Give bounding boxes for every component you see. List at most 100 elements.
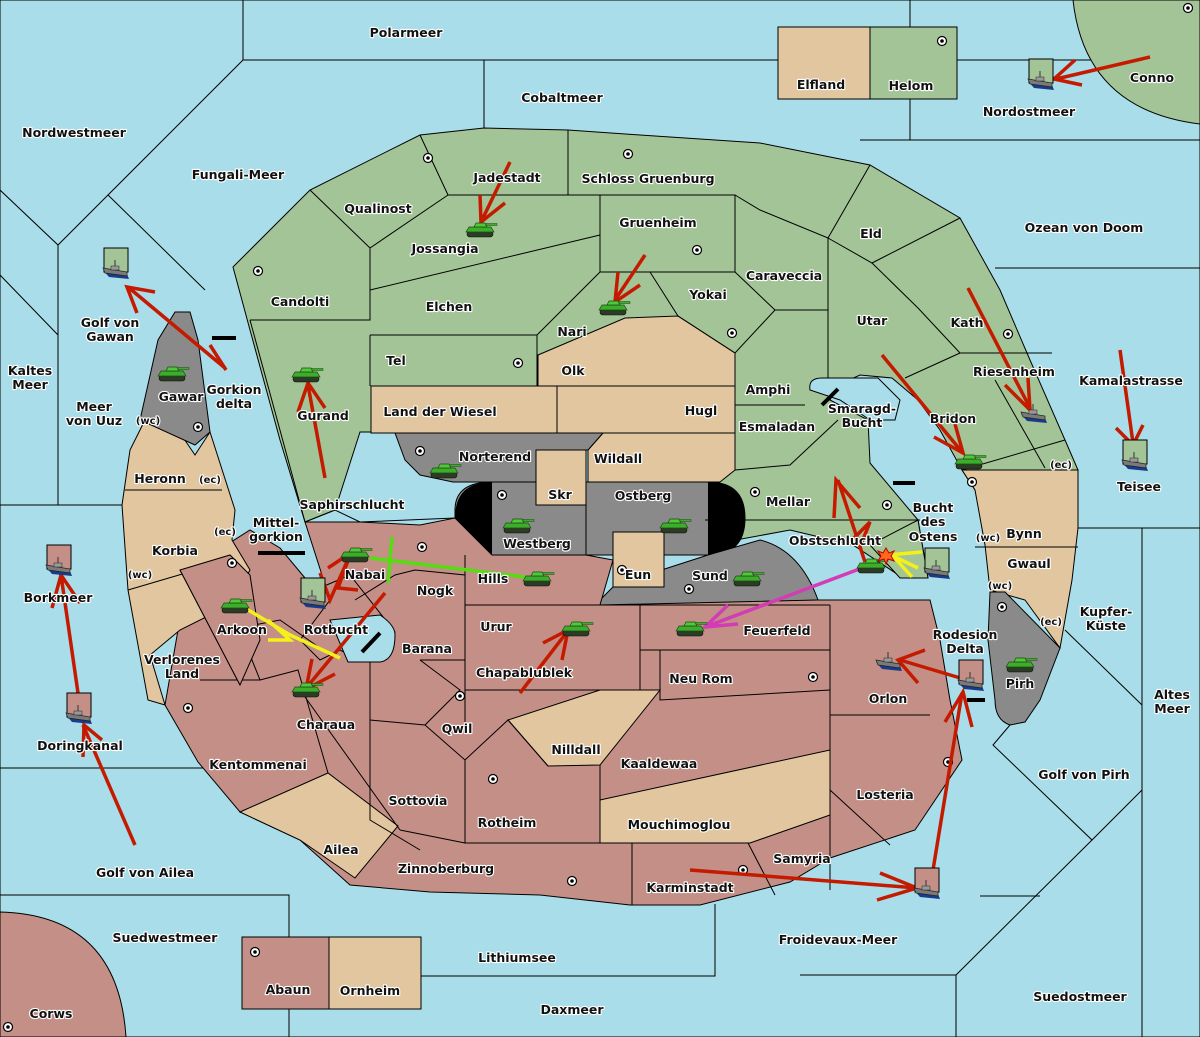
supply-center-icon <box>616 564 628 576</box>
land-label: Chapablublek <box>476 665 573 680</box>
army-tank-icon[interactable] <box>954 454 987 470</box>
supply-center-icon <box>566 875 578 887</box>
move-arrow <box>931 692 964 871</box>
land-label: Riesenheim <box>973 364 1055 379</box>
land-label: Tel <box>386 353 406 368</box>
arrow-head <box>478 194 507 226</box>
army-tank-icon[interactable] <box>1005 657 1038 673</box>
arrow-head <box>81 721 104 758</box>
land-label: Gwaul <box>1007 556 1050 571</box>
army-tank-icon[interactable] <box>598 300 631 316</box>
land-label: Qualinost <box>344 201 411 216</box>
arrow-head <box>943 687 974 728</box>
sea-label: Nordostmeer <box>983 104 1076 119</box>
land-label: Westberg <box>503 536 571 551</box>
coast-label: (ec) <box>1040 617 1062 628</box>
region-west-strip <box>121 419 251 706</box>
sea-label: Polarmeer <box>370 25 444 40</box>
region-eun[interactable] <box>612 531 665 588</box>
sea-label: Altes <box>1154 687 1190 702</box>
coast-label: (wc) <box>128 570 152 581</box>
land-label: Utar <box>857 313 889 328</box>
sea-label: Mittel- <box>253 515 300 530</box>
region-elfland[interactable] <box>777 26 871 100</box>
army-tank-icon[interactable] <box>856 558 889 574</box>
sea-smaragd-bucht[interactable] <box>809 377 901 421</box>
sea-rotbucht-inlet[interactable] <box>329 614 396 663</box>
move-arrow <box>899 658 968 682</box>
army-tank-icon[interactable] <box>659 518 692 534</box>
region-ailea[interactable] <box>238 772 399 879</box>
army-tank-icon[interactable] <box>732 571 765 587</box>
army-tank-icon[interactable] <box>157 366 190 382</box>
land-label: Land der Wiesel <box>383 404 496 419</box>
region-skr[interactable] <box>535 449 587 506</box>
land-label: Elchen <box>426 299 473 314</box>
fleet-ship-icon[interactable] <box>45 544 72 576</box>
army-tank-icon[interactable] <box>429 463 462 479</box>
supply-center-icon <box>966 476 978 488</box>
land-label: Nabai <box>345 567 386 582</box>
supply-center-icon <box>936 35 948 47</box>
supply-center-icon <box>192 421 204 433</box>
army-tank-icon[interactable] <box>561 621 594 637</box>
supply-center-icon <box>252 265 264 277</box>
land-label: Barana <box>402 641 452 656</box>
army-tank-icon[interactable] <box>465 222 498 238</box>
fleet-ship-icon[interactable] <box>299 577 326 609</box>
fleet-ship-icon[interactable] <box>875 652 902 671</box>
support-arrow-head <box>266 618 295 642</box>
move-arrow <box>966 287 1032 409</box>
sea-label: Doringkanal <box>37 738 123 753</box>
land-label: Saphirschlucht <box>300 497 405 512</box>
sea-label: Froidevaux-Meer <box>779 932 898 947</box>
fleet-ship-icon[interactable] <box>913 867 940 899</box>
army-tank-icon[interactable] <box>291 367 324 383</box>
region-conno[interactable] <box>1072 0 1200 125</box>
supply-center-icon <box>414 445 426 457</box>
land-label: Norterend <box>459 449 531 464</box>
units <box>45 58 1148 899</box>
land-label: Caraveccia <box>746 268 822 283</box>
fleet-ship-icon[interactable] <box>923 547 950 579</box>
land-label: Charaua <box>297 717 355 732</box>
fleet-ship-icon[interactable] <box>957 659 984 691</box>
land-label: Rotheim <box>478 815 537 830</box>
fleet-ship-icon[interactable] <box>1027 58 1054 90</box>
army-tank-icon[interactable] <box>220 598 253 614</box>
land-label: Helom <box>889 78 934 93</box>
fleet-ship-icon[interactable] <box>102 247 129 279</box>
sea-label: Bucht <box>842 415 883 430</box>
army-tank-icon[interactable] <box>675 621 708 637</box>
support-line <box>369 556 526 579</box>
coast-label: (ec) <box>214 527 236 538</box>
sea-label: Borkmeer <box>24 590 94 605</box>
land-label: Nogk <box>417 583 454 598</box>
army-tank-icon[interactable] <box>502 518 535 534</box>
land-label: Eun <box>625 567 651 582</box>
sea-label: Fungali-Meer <box>192 167 285 182</box>
fleet-ship-icon[interactable] <box>1121 439 1148 471</box>
fleet-ship-icon[interactable] <box>1020 404 1047 423</box>
sea-border <box>420 904 716 977</box>
land-label: Samyria <box>773 851 831 866</box>
region-corws[interactable] <box>0 911 127 1037</box>
convoy-arrow <box>704 566 863 629</box>
region-ornheim[interactable] <box>328 936 422 1010</box>
support-arrow <box>887 550 923 557</box>
fleet-ship-icon[interactable] <box>65 692 92 724</box>
sea-label: Kaltes <box>8 363 52 378</box>
supply-center-icon <box>2 1021 14 1033</box>
army-tank-icon[interactable] <box>291 682 324 698</box>
army-tank-icon[interactable] <box>522 571 555 587</box>
army-tank-icon[interactable] <box>340 547 373 563</box>
land-label: Kath <box>951 315 984 330</box>
sea-label: Kamalastrasse <box>1079 373 1183 388</box>
move-arrow <box>480 161 512 221</box>
sea-label: Golf von <box>81 315 140 330</box>
sea-label: von Uuz <box>66 413 122 428</box>
land-label: Urur <box>480 619 512 634</box>
region-arkoon[interactable] <box>179 554 261 687</box>
